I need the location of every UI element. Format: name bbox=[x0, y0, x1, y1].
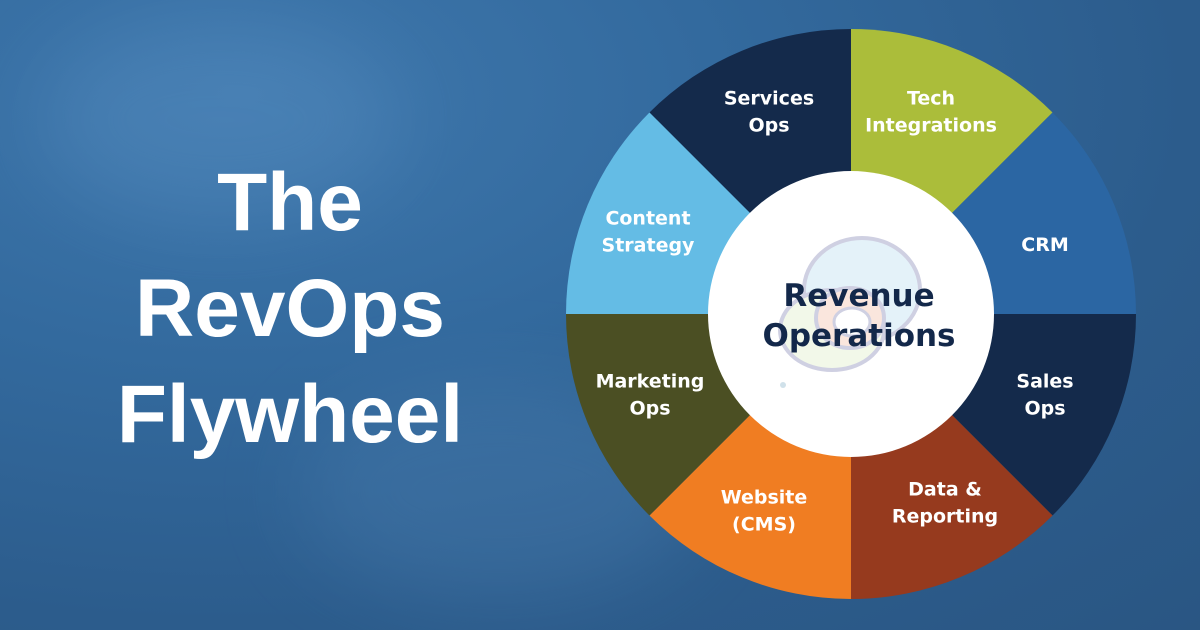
segment-label-crm: CRM bbox=[1021, 234, 1068, 256]
swirl-logo-icon bbox=[778, 236, 922, 388]
page-title: The RevOps Flywheel bbox=[80, 150, 500, 468]
title-line-1: The bbox=[217, 157, 363, 248]
segment-label-sales-ops: Sales bbox=[1016, 371, 1073, 393]
segment-label-content-strategy: Strategy bbox=[602, 235, 696, 257]
center-label-line-1: Revenue bbox=[783, 278, 934, 314]
title-line-3: Flywheel bbox=[116, 369, 464, 460]
title-line-2: RevOps bbox=[135, 263, 445, 354]
center-label-line-2: Operations bbox=[762, 318, 955, 354]
segment-label-sales-ops: Ops bbox=[1024, 398, 1065, 420]
segment-label-website-cms: (CMS) bbox=[732, 514, 796, 536]
wheel-labels: ServicesOpsTechIntegrationsCRMSalesOpsDa… bbox=[596, 88, 1074, 536]
background-cloud bbox=[40, 20, 400, 220]
segment-label-content-strategy: Content bbox=[605, 208, 690, 230]
segment-label-website-cms: Website bbox=[721, 487, 808, 509]
segment-label-services-ops: Ops bbox=[748, 115, 789, 137]
segment-label-marketing-ops: Ops bbox=[629, 398, 670, 420]
segment-label-tech-integrations: Integrations bbox=[865, 115, 997, 137]
segment-label-services-ops: Services bbox=[724, 88, 814, 110]
segment-label-data-reporting: Reporting bbox=[892, 506, 998, 528]
segment-label-data-reporting: Data & bbox=[908, 479, 982, 501]
segment-label-marketing-ops: Marketing bbox=[596, 371, 705, 393]
segment-label-tech-integrations: Tech bbox=[907, 88, 955, 110]
